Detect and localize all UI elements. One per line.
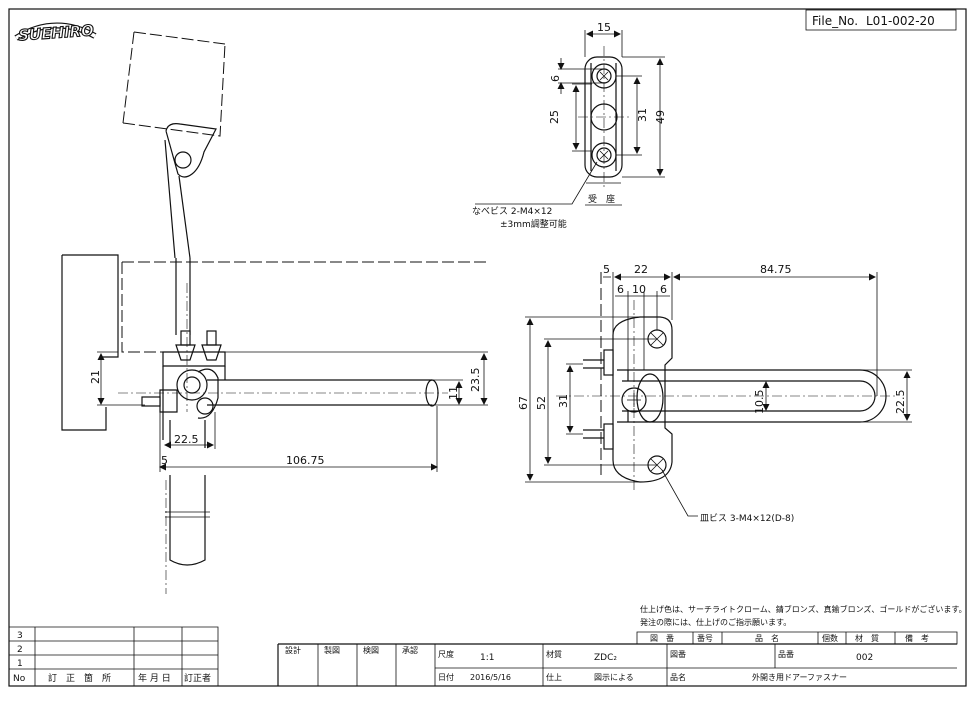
finish-note-1: 仕上げ色は、サーチライトクローム、錆ブロンズ、真鍮ブロンズ、ゴールドがございます… xyxy=(640,604,967,614)
hdr-zairyo: 材 質 xyxy=(855,633,879,643)
dim-10-5: 10.5 xyxy=(753,390,766,415)
hdr-kosu: 個数 xyxy=(822,633,838,643)
sign-drawing: 製図 xyxy=(324,645,340,655)
rev-header-date: 年 月 日 xyxy=(138,672,171,684)
dim-15: 15 xyxy=(597,21,611,34)
dim-31-top: 31 xyxy=(636,108,649,122)
dim-67: 67 xyxy=(517,396,530,410)
dim-25-top: 25 xyxy=(548,110,561,124)
front-dimensions: 5 22 84.75 6 10 6 67 52 31 10.5 22.5 皿ビス… xyxy=(517,263,912,524)
logo-text: SUEHIRO xyxy=(18,21,95,44)
receiver-view: 受 座 xyxy=(578,46,630,206)
rev-row-3: 3 xyxy=(17,631,23,641)
dim-11: 11 xyxy=(447,386,460,400)
rev-header-place: 訂 正 箇 所 xyxy=(48,672,111,684)
dim-6-front-a: 6 xyxy=(617,283,624,296)
dim-23-5: 23.5 xyxy=(469,368,482,393)
file-no-label: File_No. xyxy=(812,14,858,28)
left-side-view xyxy=(61,31,487,594)
body-screw-note: 皿ビス 3-M4×12(D-8) xyxy=(700,513,794,524)
title-block: 設計 製図 検図 承認 尺度 1:1 材質 ZDC₂ 図番 品番 002 日付 … xyxy=(277,643,957,686)
company-logo: SUEHIRO xyxy=(14,21,97,45)
dim-10-front: 10 xyxy=(632,283,646,296)
parts-header: 図 番 番号 品 名 個数 材 質 備 考 xyxy=(636,631,958,645)
scale-label: 尺度 xyxy=(438,649,454,659)
hdr-bango: 番号 xyxy=(697,633,713,643)
rev-row-1: 1 xyxy=(17,659,23,669)
file-number-box: File_No. L01-002-20 xyxy=(805,9,957,31)
hdr-zuban: 図 番 xyxy=(650,633,674,643)
screw-left-1 xyxy=(175,330,196,361)
sign-approve: 承認 xyxy=(402,645,418,655)
material-label: 材質 xyxy=(546,649,562,659)
hinmei-label: 品名 xyxy=(670,672,686,682)
receiver-label: 受 座 xyxy=(588,193,615,205)
sheet-border xyxy=(8,8,967,687)
dim-22-5: 22.5 xyxy=(174,433,199,446)
rev-header-by: 訂正者 xyxy=(184,672,211,684)
hdr-biko: 備 考 xyxy=(905,633,929,643)
dim-22-5-front: 22.5 xyxy=(894,390,907,415)
dim-52: 52 xyxy=(535,396,548,410)
finish-value: 図示による xyxy=(594,673,634,682)
dim-84-75: 84.75 xyxy=(760,263,792,276)
front-view xyxy=(556,272,895,490)
dim-6-top: 6 xyxy=(549,75,562,82)
hdr-hinmei: 品 名 xyxy=(755,633,779,643)
date-label: 日付 xyxy=(438,672,454,682)
rev-row-2: 2 xyxy=(17,645,23,655)
zuban-label: 図番 xyxy=(670,649,686,659)
hinmei-value: 外開き用ドアーファスナー xyxy=(752,672,847,682)
dim-6-front-b: 6 xyxy=(660,283,667,296)
revision-table: 3 2 1 No 訂 正 箇 所 年 月 日 訂正者 xyxy=(9,626,219,686)
dim-49-top: 49 xyxy=(654,110,667,124)
date-value: 2016/5/16 xyxy=(470,673,511,682)
hinban-label: 品番 xyxy=(778,649,794,659)
dim-106-75: 106.75 xyxy=(286,454,325,467)
sign-design: 設計 xyxy=(285,645,301,655)
screw-left-2 xyxy=(201,330,222,361)
left-dimensions: 21 23.5 11 22.5 5 106.75 xyxy=(89,351,488,472)
scale-value: 1:1 xyxy=(480,653,494,663)
dim-5-front: 5 xyxy=(603,263,610,276)
rev-header-no: No xyxy=(13,674,26,684)
receiver-dimensions: 15 6 25 31 49 なべビス 2-M4×12 ±3mm調整可能 xyxy=(472,21,667,230)
receiver-screw-note: なべビス 2-M4×12 xyxy=(472,206,552,217)
dim-22-front: 22 xyxy=(634,263,648,276)
dim-21: 21 xyxy=(89,370,102,384)
finish-note-2: 発注の際には、仕上げのご指示願います。 xyxy=(640,617,791,627)
dim-31-front: 31 xyxy=(557,394,570,408)
finish-label: 仕上 xyxy=(546,672,562,682)
hinban-value: 002 xyxy=(856,653,873,663)
adjust-note: ±3mm調整可能 xyxy=(500,218,567,230)
file-no-value: L01-002-20 xyxy=(866,14,935,28)
sign-check: 検図 xyxy=(363,645,379,655)
dim-5-left: 5 xyxy=(161,454,168,467)
material-value: ZDC₂ xyxy=(594,653,617,663)
